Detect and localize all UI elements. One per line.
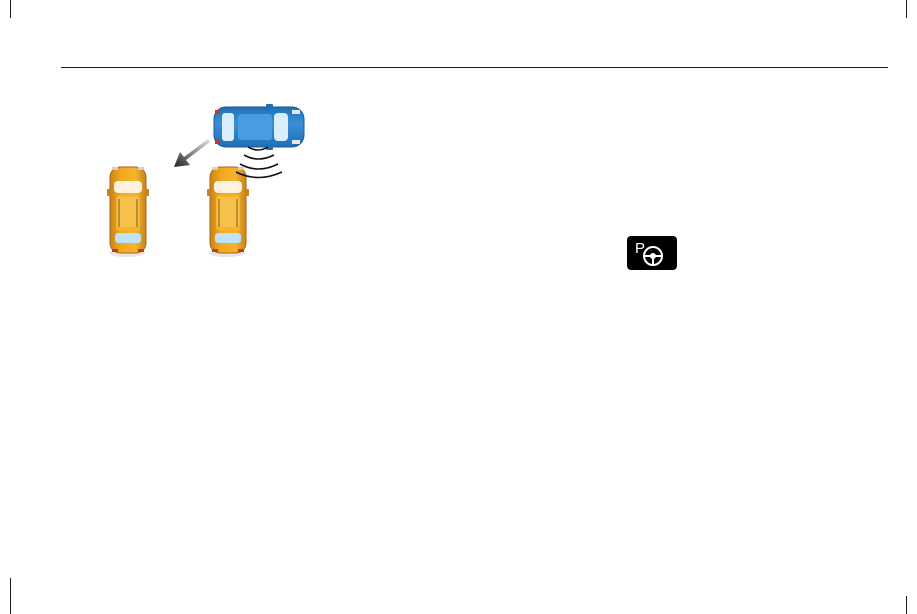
parking-letter: P <box>635 240 645 257</box>
crop-mark-top-right <box>906 0 907 18</box>
moving-car-icon <box>213 104 305 150</box>
active-park-assist-icon: P <box>627 236 677 270</box>
crop-mark-bottom-left <box>10 578 11 614</box>
parked-car-left-icon <box>107 166 149 257</box>
reverse-direction-arrow-icon <box>174 139 210 167</box>
parked-car-right-icon <box>207 166 249 257</box>
crop-mark-bottom-right <box>906 596 907 614</box>
parallel-parking-illustration <box>100 95 315 265</box>
steering-wheel-icon <box>643 246 663 266</box>
crop-mark-top-left <box>10 0 11 18</box>
sensor-waves-icon <box>235 146 283 179</box>
parking-illustration-svg <box>107 104 305 257</box>
header-rule <box>61 67 888 68</box>
